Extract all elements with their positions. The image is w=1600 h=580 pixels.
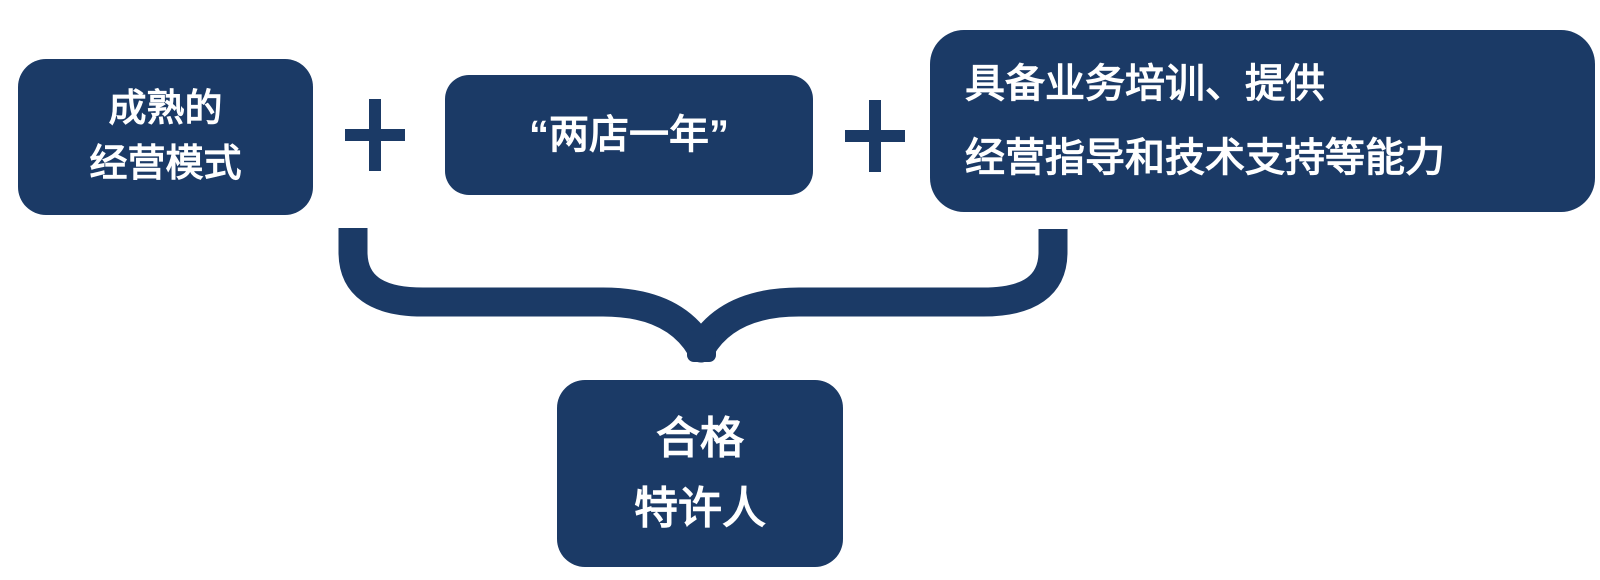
condition-box-two-stores-one-year: “两店一年” xyxy=(445,75,813,195)
box-text-line: 经营模式 xyxy=(89,143,242,185)
plus-vertical-bar xyxy=(369,99,381,171)
box-text-line: 合格 xyxy=(656,413,744,463)
box-text-line: 特许人 xyxy=(634,483,766,533)
plus-icon xyxy=(845,100,915,172)
box-text-line: 经营指导和技术支持等能力 xyxy=(965,136,1445,180)
condition-box-mature-business-model: 成熟的 经营模式 xyxy=(18,59,313,215)
box-text-line: 具备业务培训、提供 xyxy=(965,62,1325,106)
box-text-line: 成熟的 xyxy=(108,88,223,130)
result-box-qualified-franchisor: 合格 特许人 xyxy=(557,380,843,567)
box-text-line: “两店一年” xyxy=(529,113,729,157)
plus-icon xyxy=(345,99,415,171)
plus-vertical-bar xyxy=(869,100,881,172)
condition-box-training-support-capability: 具备业务培训、提供 经营指导和技术支持等能力 xyxy=(930,30,1595,212)
